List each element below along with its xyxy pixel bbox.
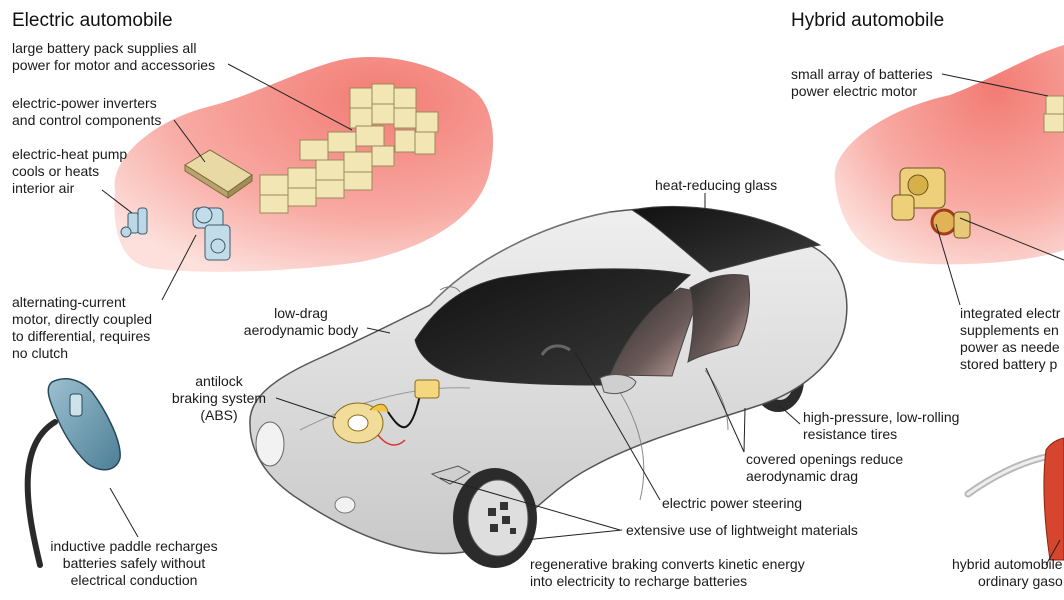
label-abs: antilock braking system (ABS) (171, 373, 267, 423)
label-hybrid-fuel: hybrid automobile ordinary gaso (952, 556, 1063, 589)
label-heat-reducing-glass: heat-reducing glass (655, 177, 778, 193)
label-hybrid-batteries: small array of batteries power electric … (791, 66, 933, 99)
heat-pump (120, 207, 148, 238)
hybrid-title: Hybrid automobile (791, 10, 945, 31)
label-tires: high-pressure, low-rolling resistance ti… (803, 409, 960, 442)
label-lightweight-materials: extensive use of lightweight materials (626, 522, 858, 538)
label-hybrid-motor: integrated electr supplements en power a… (960, 305, 1061, 372)
ac-motor (192, 206, 231, 261)
inverter-box (184, 149, 253, 199)
label-power-steering: electric power steering (662, 495, 803, 511)
hybrid-battery (1043, 95, 1064, 133)
inductive-paddle (24, 378, 121, 568)
label-inductive-paddle: inductive paddle recharges batteries saf… (50, 538, 218, 588)
electric-car-silhouette (114, 57, 494, 272)
label-battery-pack: large battery pack supplies all power fo… (12, 40, 216, 73)
label-inverters: electric-power inverters and control com… (12, 95, 162, 128)
battery-pack (259, 83, 439, 214)
label-regenerative-braking: regenerative braking converts kinetic en… (530, 556, 805, 589)
fuel-nozzle (964, 437, 1064, 561)
hybrid-engine (891, 167, 971, 239)
label-aerodynamic-body: low-drag aerodynamic body (243, 305, 359, 338)
electric-title: Electric automobile (12, 10, 173, 31)
label-covered-openings: covered openings reduce aerodynamic drag (746, 451, 904, 484)
label-ac-motor: alternating-current motor, directly coup… (12, 294, 153, 361)
leader-lines (101, 63, 1064, 566)
silver-car (249, 205, 848, 568)
label-heat-pump: electric-heat pump cools or heats interi… (12, 146, 128, 196)
